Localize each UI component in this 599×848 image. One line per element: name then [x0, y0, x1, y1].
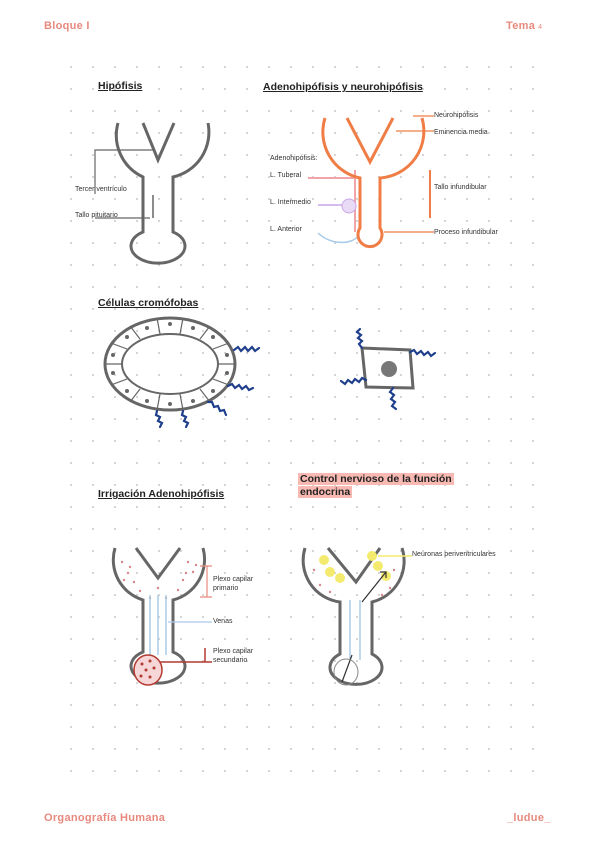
title-adeno-neuro: Adenohipófisis y neurohipófisis — [263, 81, 423, 93]
irrigacion-figure — [111, 547, 212, 686]
title-control-nervioso: Control nervioso de la función endocrina — [298, 473, 454, 499]
footer-author: _ludue_ — [507, 812, 551, 824]
label-l-tuberal: L. Tuberal — [270, 172, 302, 179]
title-irrigacion: Irrigación Adenohipófisis — [98, 488, 225, 500]
label-plexo-secundario: Plexo capilar secundario — [213, 648, 254, 664]
footer-subject: Organografía Humana — [44, 812, 166, 824]
label-plexo-primario: Plexo capilar primario — [213, 576, 254, 592]
label-adenohipofisis: Adenohipófisis: — [270, 155, 318, 162]
label-l-intermedio: L. Intermedio — [270, 199, 311, 206]
label-tallo-infundibular: Tallo infundibular — [434, 184, 487, 191]
cromofoba-cell-figure — [339, 327, 437, 411]
title-control-line1: Control nervioso de la función — [298, 473, 454, 485]
title-celulas: Células cromófobas — [98, 297, 199, 309]
control-nervioso-figure — [301, 547, 412, 686]
label-tallo-pituitario: Tallo pituitario — [75, 212, 118, 219]
label-tercer-ventriculo: Tercer ventrículo — [75, 186, 127, 193]
adeno-neuro-figure — [308, 115, 434, 249]
label-proceso-infundibular: Proceso infundibular — [434, 229, 498, 236]
label-l-anterior: L. Anterior — [270, 226, 302, 233]
title-control-line2: endocrina — [298, 486, 353, 498]
label-neurohipofisis: Neurohipófisis — [434, 112, 479, 119]
cell-ring-figure — [103, 316, 261, 429]
label-eminencia-media: Eminencia media — [434, 129, 488, 136]
header-topic-label: Tema — [506, 20, 536, 32]
label-venas: Venas — [213, 618, 233, 625]
hipofisis-figure — [94, 122, 211, 265]
label-neuronas-periventriculares: Neuronas periventriculares — [412, 551, 496, 558]
header-block-label: Bloque I — [44, 20, 90, 32]
title-hipofisis: Hipófisis — [98, 80, 143, 92]
header-topic-number: 4 — [538, 24, 543, 31]
